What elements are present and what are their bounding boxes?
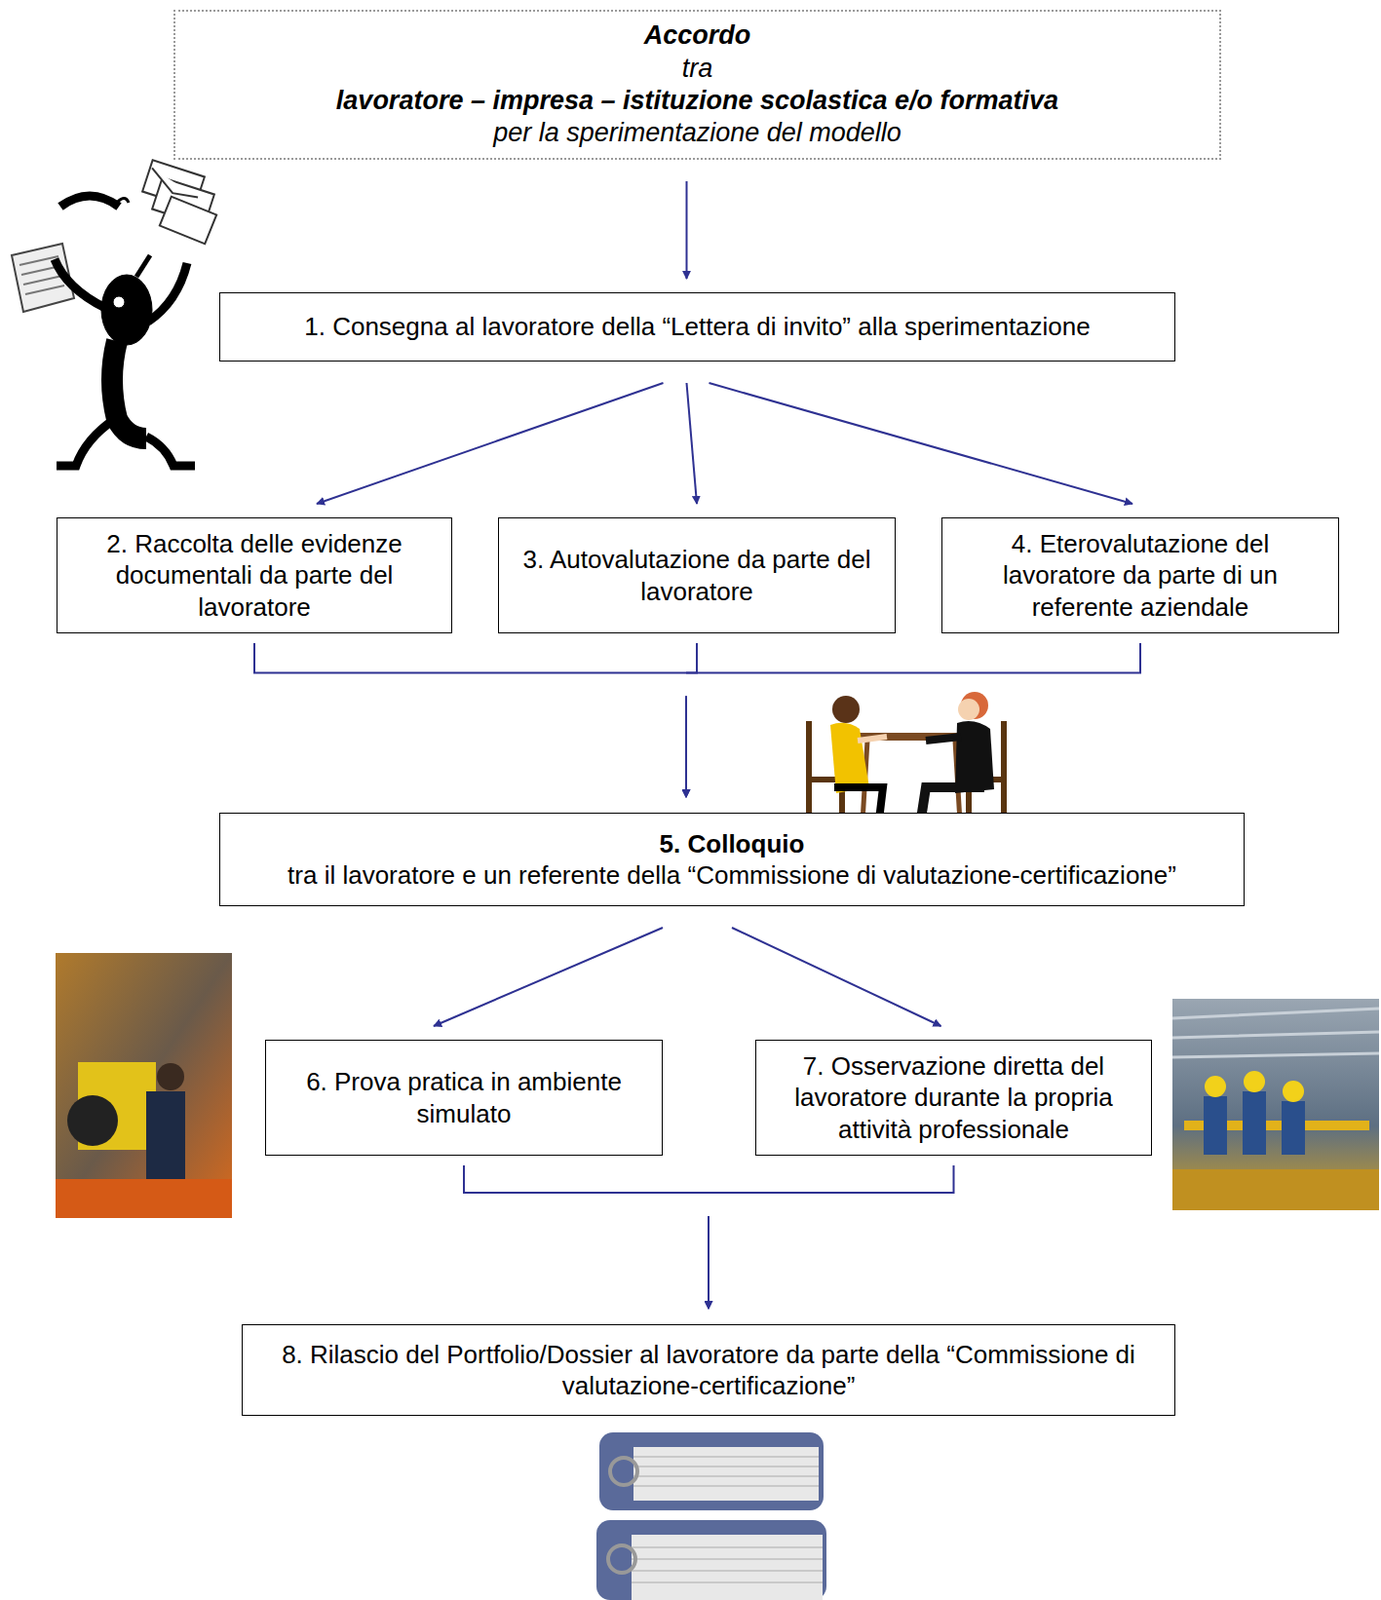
connector-arrow bbox=[686, 643, 697, 798]
connector-arrow bbox=[433, 927, 663, 1027]
process-box: 4. Eterovalutazione del lavoratore da pa… bbox=[941, 517, 1340, 634]
node-text: 6. Prova pratica in ambiente simulato bbox=[277, 1066, 651, 1129]
process-box: 6. Prova pratica in ambiente simulato bbox=[265, 1039, 663, 1156]
process-box: 5. Colloquiotra il lavoratore e un refer… bbox=[219, 812, 1245, 907]
node-text: 2. Raccolta delle evidenze documentali d… bbox=[69, 528, 440, 623]
node-text: tra il lavoratore e un referente della “… bbox=[287, 859, 1177, 891]
factory-photo bbox=[1172, 998, 1380, 1211]
agreement-box: Accordotralavoratore – impresa – istituz… bbox=[173, 9, 1222, 160]
process-box: 2. Raccolta delle evidenze documentali d… bbox=[56, 517, 453, 634]
connector-arrow bbox=[254, 643, 687, 798]
node-text: per la sperimentazione del modello bbox=[493, 116, 902, 150]
node-text: 5. Colloquio bbox=[659, 828, 806, 860]
process-box: 8. Rilascio del Portfolio/Dossier al lav… bbox=[241, 1324, 1176, 1417]
process-box: 7. Osservazione diretta del lavoratore d… bbox=[755, 1039, 1152, 1156]
process-box: 1. Consegna al lavoratore della “Lettera… bbox=[219, 292, 1176, 362]
node-text: 3. Autovalutazione da parte del lavorato… bbox=[510, 543, 883, 607]
connector-arrow bbox=[463, 1165, 709, 1309]
connector-arrow bbox=[708, 1165, 955, 1309]
node-text: tra bbox=[682, 52, 714, 85]
connector-arrow bbox=[731, 927, 942, 1027]
node-text: 8. Rilascio del Portfolio/Dossier al lav… bbox=[254, 1339, 1163, 1402]
connector-arrow bbox=[686, 643, 1141, 798]
binders-illustration bbox=[596, 1432, 827, 1600]
connector-arrow bbox=[316, 383, 664, 504]
node-text: 1. Consegna al lavoratore della “Lettera… bbox=[304, 310, 1090, 343]
connector-arrow bbox=[709, 383, 1134, 504]
connector-arrow bbox=[686, 181, 689, 279]
node-text: Accordo bbox=[644, 19, 752, 52]
process-box: 3. Autovalutazione da parte del lavorato… bbox=[498, 517, 896, 634]
node-text: 7. Osservazione diretta del lavoratore d… bbox=[767, 1050, 1140, 1146]
connector-arrow bbox=[687, 383, 698, 504]
node-text: lavoratore – impresa – istituzione scola… bbox=[336, 84, 1059, 117]
node-text: 4. Eterovalutazione del lavoratore da pa… bbox=[954, 528, 1327, 623]
stick-figure bbox=[11, 159, 217, 466]
machinery-photo bbox=[55, 953, 232, 1219]
